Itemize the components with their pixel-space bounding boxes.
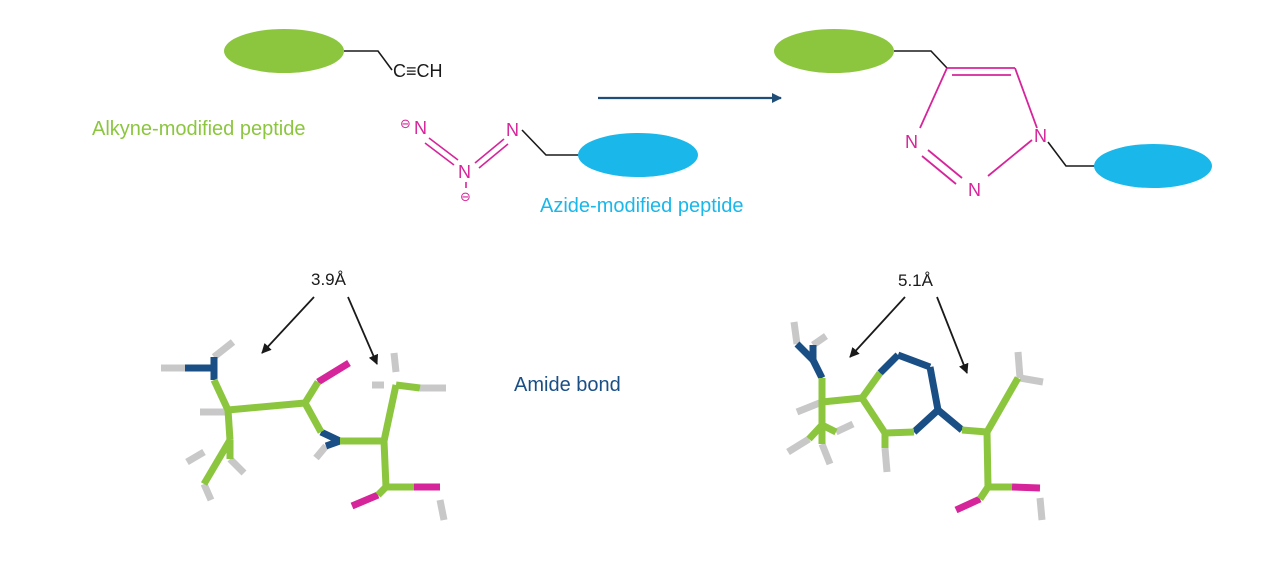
amide-molecule — [161, 339, 448, 521]
triazole-n-right: N — [1034, 126, 1047, 146]
azide-n2: N — [458, 162, 471, 182]
azide-bond-2 — [474, 138, 509, 169]
triazole-n-left: N — [905, 132, 918, 152]
alkyne-peptide-label: Alkyne-modified peptide — [92, 118, 305, 140]
azide-linker — [521, 129, 580, 156]
azide-group: ⊖ N N N ⊖ — [400, 116, 519, 204]
left-distance-label: 3.9Å — [311, 270, 347, 289]
left-arrow-2 — [347, 296, 379, 365]
azide-bond-1 — [424, 137, 459, 166]
azide-peptide-ellipse — [578, 133, 698, 177]
triazole-ring — [919, 67, 1038, 185]
azide-n3: N — [506, 120, 519, 140]
alkyne-linker — [344, 50, 393, 71]
azide-charge-top: ⊖ — [400, 116, 411, 131]
triazole-n-bottom: N — [968, 180, 981, 200]
right-arrow-2 — [936, 296, 969, 374]
product-blue-ellipse — [1094, 144, 1212, 188]
alkyne-group-text: C≡CH — [393, 61, 443, 81]
azide-peptide-label: Azide-modified peptide — [540, 195, 743, 217]
product-green-ellipse — [774, 29, 894, 73]
triazole-molecule — [786, 321, 1046, 521]
amide-bond-label: Amide bond — [514, 374, 621, 396]
azide-n1: N — [414, 118, 427, 138]
right-arrow-1 — [849, 296, 906, 358]
product-linker-top — [894, 50, 948, 69]
alkyne-peptide-ellipse — [224, 29, 344, 73]
right-distance-label: 5.1Å — [898, 271, 934, 290]
azide-charge-bottom: ⊖ — [460, 189, 471, 204]
product-linker-bottom — [1047, 141, 1096, 167]
left-arrow-1 — [261, 296, 315, 354]
